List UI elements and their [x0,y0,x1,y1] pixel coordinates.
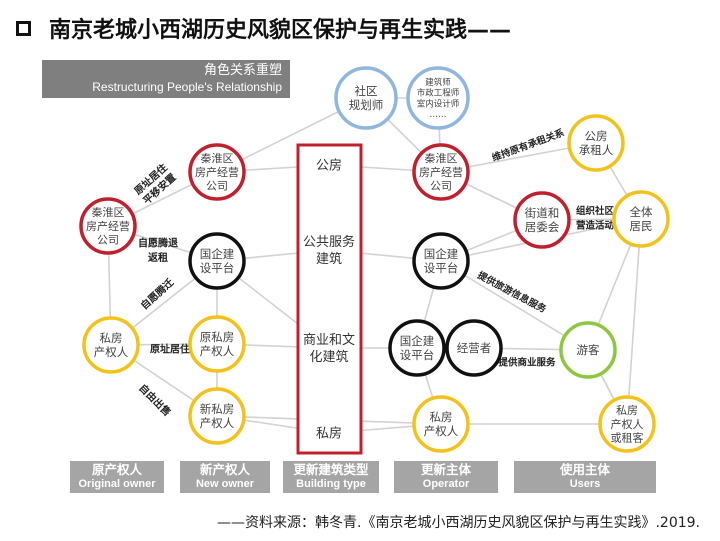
node-circle [445,319,503,377]
category-label-en: Operator [422,478,470,490]
node-owner_left: 私房产权人 [82,316,140,374]
node-qh_right: 秦淮区房产经营公司 [412,143,470,201]
node-circle [559,321,617,379]
edge-label-lvyou: 提供旅游信息服务 [475,269,548,316]
node-tenant: 公房承租人 [567,114,625,172]
node-circle [388,319,446,377]
edge-label-yuanzhi2: 原址居住 [150,343,190,356]
node-circle [82,316,140,374]
node-circle [334,66,398,130]
node-circle [513,191,571,249]
category-new-owner: 新产权人 New owner [180,461,270,493]
section-banner: 角色关系重塑 Restructuring People's Relationsh… [42,60,290,98]
edge-label-chushou: 自由出售 [136,381,173,418]
edge-label-tenui: 自愿腾退返租 [138,236,178,263]
edge-residents-owner_tenant [626,218,642,425]
node-owner_mid2: 新私房产权人 [188,387,246,445]
node-circle [188,232,246,290]
node-label: 街道和居委会 [525,206,560,234]
category-label-en: Building type [296,478,366,490]
banner-en: Restructuring People's Relationship [92,80,282,94]
edge-label-yuanzhi: 原址居住平移安置 [131,161,178,207]
page-title: 南京老城小西湖历史风貌区保护与再生实践—— [16,8,706,48]
node-label: 游客 [577,343,600,357]
node-owner_mid1: 原私房产权人 [188,315,246,373]
node-circle [188,387,246,445]
node-circle [412,395,470,453]
node-circle [412,143,470,201]
edge-label-shangye: 提供商业服务 [498,356,556,368]
edge-label-tenqian: 自愿腾迁 [138,276,176,312]
node-circle [612,190,670,248]
node-label: 私房产权人 [94,331,129,359]
node-circle [188,143,246,201]
node-owner_tenant: 私房产权人或租客 [598,395,656,453]
node-operator: 经营者 [445,319,503,377]
node-label: 秦淮区房产经营公司 [419,151,463,193]
node-label: 原私房产权人 [200,330,235,358]
node-soe_right2: 国企建设平台 [388,319,446,377]
node-experts: 建筑师市政工程师室内设计师…… [406,66,470,130]
category-label-zh: 原产权人 [91,462,142,477]
square-bullet-icon [16,20,31,36]
node-label: 秦淮区房产经营公司 [195,151,239,193]
edge-label-weichi: 维持原有承租关系 [490,126,566,163]
category-label-zh: 更新主体 [420,462,471,477]
category-original-owner: 原产权人 Original owner [70,461,164,493]
node-circle [598,395,656,453]
category-label-en: Original owner [78,478,156,490]
category-building-type: 更新建筑类型 Building type [283,461,379,493]
node-circle [412,232,470,290]
banner-zh: 角色关系重塑 [203,63,282,78]
node-soe_mid: 国企建设平台 [188,232,246,290]
node-tourists: 游客 [559,321,617,379]
title-text: 南京老城小西湖历史风貌区保护与再生实践—— [49,18,512,43]
category-label-en: Users [569,478,601,490]
node-planner: 社区规划师 [334,66,398,130]
node-label: 公房承租人 [579,129,614,157]
node-circle [567,114,625,172]
node-label: 建筑师市政工程师室内设计师…… [417,77,460,120]
node-label: 经营者 [457,341,492,355]
node-label: 社区规划师 [349,84,384,112]
node-label: 国企建设平台 [200,247,235,275]
building-type-label: 商业和文化建筑 [303,333,355,365]
edge-label-zuzhi: 组织社区营造活动 [576,205,615,231]
node-circle [406,66,470,130]
node-label: 私房产权人 [424,410,459,438]
node-circle [79,197,137,255]
node-label: 国企建设平台 [424,247,459,275]
node-label: 全体居民 [630,205,653,233]
node-circle [188,315,246,373]
node-label: 秦淮区房产经营公司 [86,205,130,247]
node-soe_right1: 国企建设平台 [412,232,470,290]
building-type-label: 私房 [316,426,342,442]
node-label: 私房产权人或租客 [611,404,644,445]
node-street: 街道和居委会 [513,191,571,249]
nodes-layer: 社区规划师建筑师市政工程师室内设计师……秦淮区房产经营公司秦淮区房产经营公司国企… [79,66,670,453]
building-type-label: 公房 [316,158,342,174]
node-label: 国企建设平台 [400,334,435,362]
category-label-en: New owner [195,478,255,490]
category-label-zh: 使用主体 [559,462,610,477]
node-qh_mid: 秦淮区房产经营公司 [188,143,246,201]
category-users: 使用主体 Users [514,461,656,493]
building-type-label: 公共服务建筑 [303,234,355,267]
building-type-box [296,143,363,455]
node-owner_right: 私房产权人 [412,395,470,453]
node-label: 新私房产权人 [200,402,235,430]
edges-layer [107,97,642,434]
node-qh_left: 秦淮区房产经营公司 [79,197,137,255]
category-operator: 更新主体 Operator [394,461,498,493]
source-footnote: ——资料来源：韩冬青.《南京老城小西湖历史风貌区保护与再生实践》.2019. [217,515,700,531]
node-residents: 全体居民 [612,190,670,248]
category-label-zh: 更新建筑类型 [293,462,369,477]
category-label-zh: 新产权人 [199,462,250,477]
